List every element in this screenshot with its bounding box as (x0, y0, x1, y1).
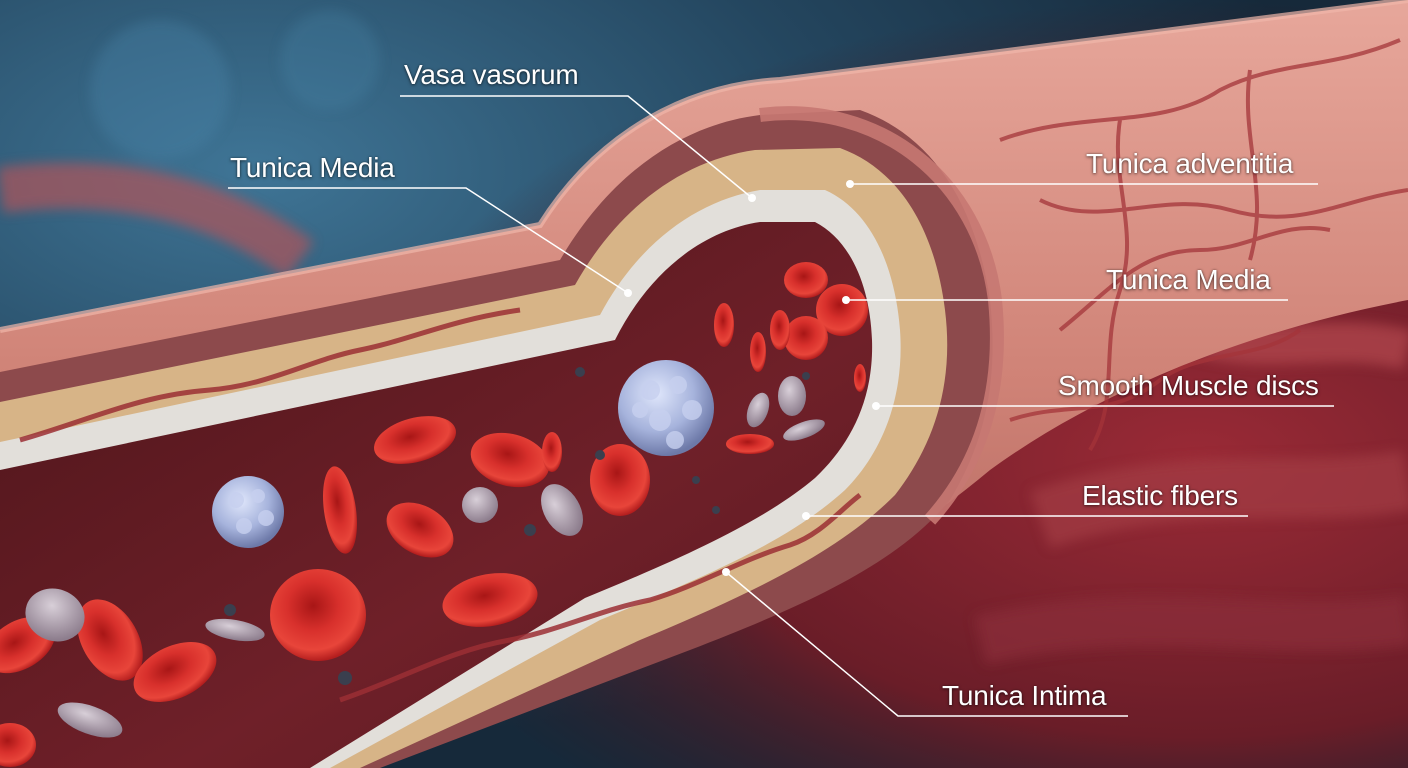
leader-line-tunica-intima (725, 571, 1128, 717)
platelet (541, 484, 583, 536)
red-blood-cell (270, 569, 366, 661)
label-tunica-media-right: Tunica Media (1106, 264, 1271, 295)
small-particles (224, 367, 810, 685)
label-elastic-fibers: Elastic fibers (1082, 480, 1238, 511)
red-blood-cell (386, 502, 454, 558)
platelet (25, 588, 85, 642)
red-blood-cell (374, 416, 456, 464)
red-blood-cell (784, 262, 828, 298)
platelet (462, 487, 498, 523)
label-vasa-vasorum: Vasa vasorum (404, 59, 579, 90)
red-blood-cell (323, 466, 357, 554)
platelet (57, 702, 123, 738)
white-blood-cell (212, 476, 284, 548)
platelet (205, 618, 265, 642)
red-blood-cell (714, 303, 734, 347)
leader-lines (228, 95, 1334, 717)
label-tunica-media-left: Tunica Media (230, 152, 395, 183)
leader-line-vasa-vasorum (400, 95, 753, 199)
platelet (746, 392, 770, 428)
label-smooth-muscle-discs: Smooth Muscle discs (1058, 370, 1319, 401)
red-blood-cell (854, 364, 866, 392)
red-blood-cell (726, 434, 774, 454)
platelet (783, 419, 825, 441)
red-blood-cell (0, 723, 36, 767)
red-blood-cell (750, 332, 766, 372)
red-blood-cell (590, 444, 650, 516)
leader-line-tunica-media-left (228, 187, 629, 294)
blood-cells (0, 262, 868, 767)
label-tunica-intima: Tunica Intima (942, 680, 1107, 711)
red-blood-cell (77, 599, 143, 681)
white-blood-cell (618, 360, 714, 456)
red-blood-cell (816, 284, 868, 336)
red-blood-cell (542, 432, 562, 472)
platelet (778, 376, 806, 416)
red-blood-cell (770, 310, 790, 350)
red-blood-cell (133, 641, 217, 703)
leader-dots (624, 180, 880, 576)
red-blood-cell (470, 432, 550, 488)
red-blood-cell (784, 316, 828, 360)
label-tunica-adventitia: Tunica adventitia (1086, 148, 1294, 179)
red-blood-cell (442, 573, 538, 627)
